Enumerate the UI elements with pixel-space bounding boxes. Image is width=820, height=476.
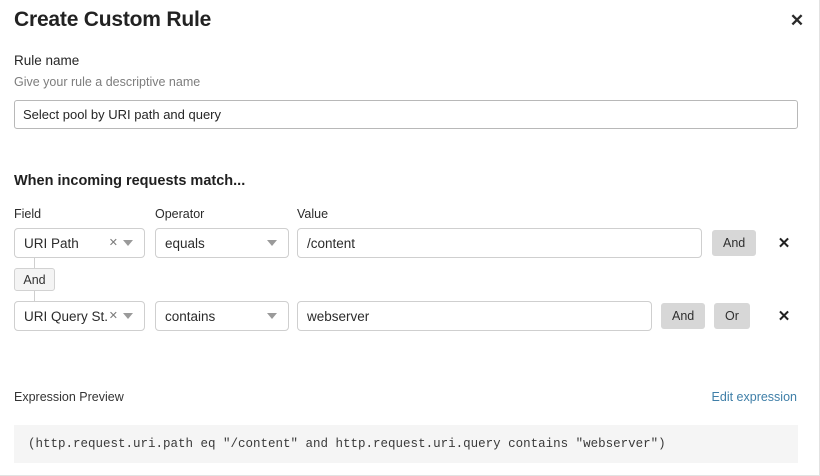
operator-select-2-value: contains — [165, 308, 216, 324]
column-header-value: Value — [297, 207, 329, 221]
condition-row: URI Query St... ✕ contains And Or ✕ — [0, 301, 820, 331]
operator-select-2[interactable]: contains — [155, 301, 289, 331]
or-button-row-2[interactable]: Or — [714, 303, 750, 329]
operator-select-1[interactable]: equals — [155, 228, 289, 258]
value-input-1[interactable] — [297, 228, 702, 258]
chevron-down-icon — [267, 313, 277, 319]
group-connector-and[interactable]: And — [14, 268, 55, 291]
column-header-field: Field — [14, 207, 42, 221]
condition-row: URI Path ✕ equals And ✕ — [0, 228, 820, 258]
clear-icon[interactable]: ✕ — [108, 236, 118, 249]
chevron-down-icon — [123, 240, 133, 246]
clear-icon[interactable]: ✕ — [108, 309, 118, 322]
column-header-operator: Operator — [155, 207, 205, 221]
and-button-row-2[interactable]: And — [661, 303, 706, 329]
page-title: Create Custom Rule — [14, 8, 212, 31]
field-select-2-value: URI Query St... — [24, 308, 107, 324]
field-select-1-value: URI Path — [24, 235, 79, 251]
rule-name-hint: Give your rule a descriptive name — [14, 75, 201, 89]
delete-row-2-icon[interactable]: ✕ — [773, 301, 795, 331]
expression-preview-code: (http.request.uri.path eq "/content" and… — [14, 425, 798, 463]
field-select-1[interactable]: URI Path ✕ — [14, 228, 145, 258]
edit-expression-link[interactable]: Edit expression — [711, 390, 797, 404]
rule-name-input[interactable] — [14, 100, 798, 129]
delete-row-1-icon[interactable]: ✕ — [773, 228, 795, 258]
chevron-down-icon — [123, 313, 133, 319]
and-button-row-1[interactable]: And — [712, 230, 757, 256]
value-input-2[interactable] — [297, 301, 652, 331]
close-icon[interactable]: ✕ — [783, 6, 811, 34]
chevron-down-icon — [267, 240, 277, 246]
field-select-2[interactable]: URI Query St... ✕ — [14, 301, 145, 331]
connector-line-bottom — [34, 291, 35, 301]
operator-select-1-value: equals — [165, 235, 205, 251]
rule-name-label: Rule name — [14, 53, 80, 68]
conditions-heading: When incoming requests match... — [14, 173, 246, 189]
connector-line-top — [34, 258, 35, 268]
expression-preview-label: Expression Preview — [14, 390, 124, 404]
